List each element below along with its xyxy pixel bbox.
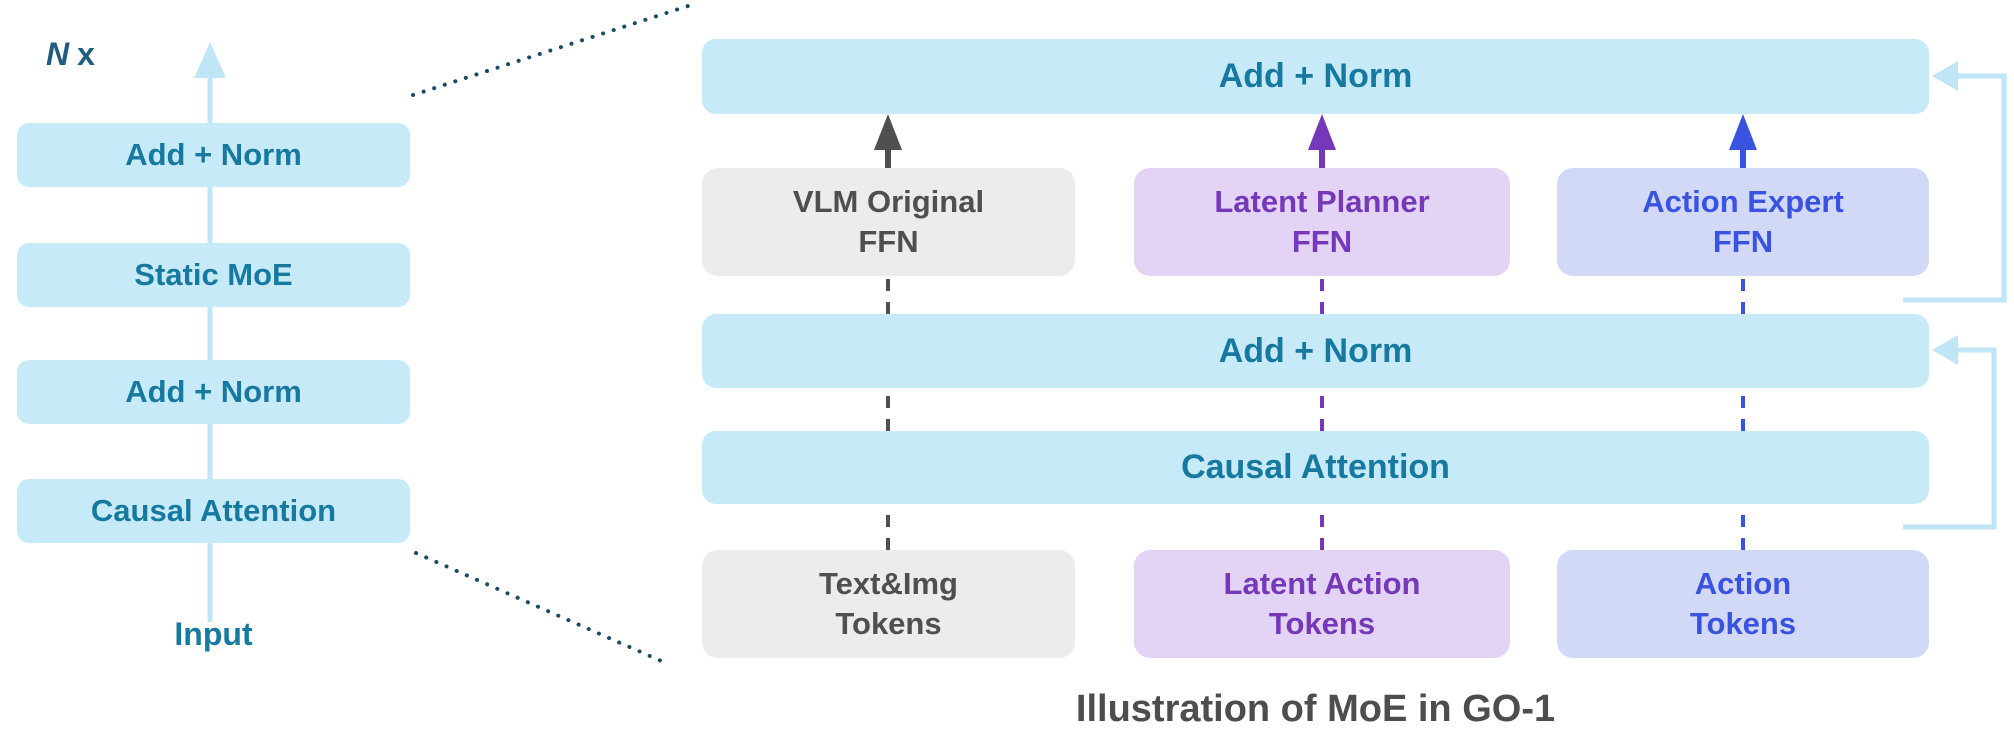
- vlm-original-ffn-line2: FFN: [858, 224, 919, 259]
- left-block-static-moe: Static MoE: [17, 243, 410, 307]
- zoom-connector-bottom: [414, 551, 670, 666]
- action-expert-ffn-line2: FFN: [1712, 224, 1774, 259]
- residual-skip-lower-arrowhead-icon: [1932, 335, 1958, 365]
- mid-add-norm-bar: Add + Norm: [702, 314, 1929, 388]
- action-expert-ffn-box: Action Expert FFN: [1557, 168, 1929, 276]
- left-block-add-norm-top: Add + Norm: [17, 123, 410, 187]
- latent-planner-ffn-line1: Latent Planner: [1214, 184, 1430, 220]
- action-tokens-line1: Action: [1694, 566, 1792, 602]
- latent-action-tokens-line2: Tokens: [1268, 606, 1376, 641]
- action-tokens-box: Action Tokens: [1557, 550, 1929, 658]
- top-add-norm-bar: Add + Norm: [702, 39, 1929, 114]
- planner-ffn-arrowhead-icon: [1308, 114, 1336, 150]
- diagram-caption: Illustration of MoE in GO-1: [1075, 688, 1556, 730]
- action-expert-ffn-line1: Action Expert: [1642, 184, 1844, 220]
- causal-attention-bar: Causal Attention: [702, 431, 1929, 504]
- text-img-tokens-line2: Tokens: [835, 606, 942, 641]
- input-label: Input: [174, 616, 253, 652]
- vlm-ffn-arrowhead-icon: [874, 114, 902, 150]
- vlm-original-ffn-line1: VLM Original: [792, 184, 985, 220]
- residual-skip-upper-arrowhead-icon: [1932, 61, 1958, 91]
- residual-skip-lower: [1903, 347, 1997, 530]
- left-block-causal-attention: Causal Attention: [17, 479, 410, 543]
- latent-action-tokens-line1: Latent Action: [1223, 566, 1421, 602]
- text-img-tokens-box: Text&Img Tokens: [702, 550, 1075, 658]
- vlm-original-ffn-box: VLM Original FFN: [702, 168, 1075, 276]
- left-block-add-norm-bottom: Add + Norm: [17, 360, 410, 424]
- latent-planner-ffn-box: Latent Planner FFN: [1134, 168, 1510, 276]
- repeat-count-n: N: [46, 36, 70, 72]
- text-img-tokens-line1: Text&Img: [819, 566, 958, 602]
- action-ffn-arrowhead-icon: [1729, 114, 1757, 150]
- zoom-connector-top: [411, 4, 690, 97]
- latent-action-tokens-box: Latent Action Tokens: [1134, 550, 1510, 658]
- action-tokens-line2: Tokens: [1689, 606, 1797, 641]
- residual-skip-upper: [1903, 73, 2007, 303]
- repeat-count-x: x: [77, 36, 95, 72]
- left-stack-flow-arrowhead-icon: [194, 42, 226, 78]
- latent-planner-ffn-line2: FFN: [1291, 224, 1353, 259]
